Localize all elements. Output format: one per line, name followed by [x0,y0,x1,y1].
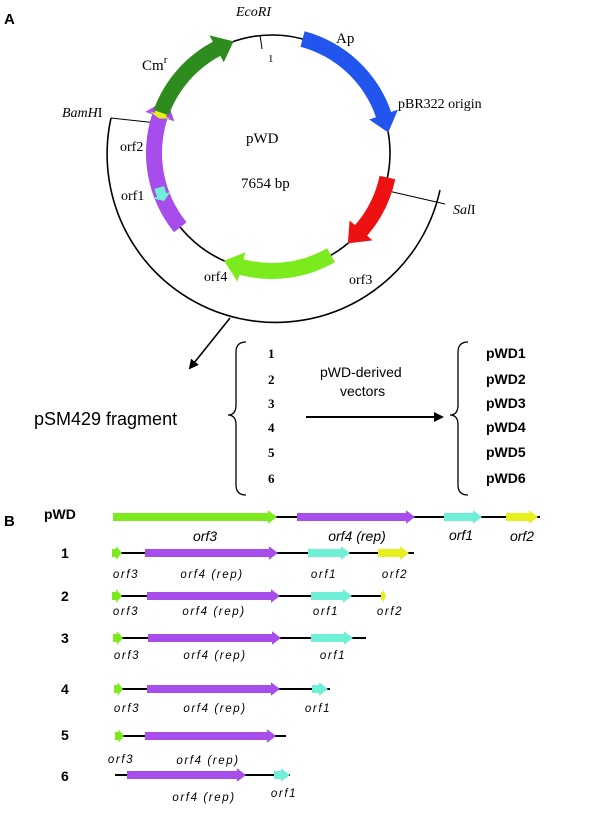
orf-label: orf1 [449,527,473,543]
map-row-label: 4 [61,681,69,697]
plasmid-name: pWD [246,131,279,147]
map-gene-arrow [148,631,281,645]
derivation-number: 6 [268,471,275,486]
map-row-label: 2 [61,588,69,604]
map-gene-arrow [311,589,352,603]
orf-label: orf3 [114,703,140,715]
map-row-label: 5 [61,727,69,743]
pwd-gene-arrow [506,510,538,524]
fragment-arrow [188,317,231,370]
orf-label: orf3 [114,650,140,662]
map-row-label: 3 [61,630,69,646]
orf-label: orf2 [382,569,408,581]
orf-label: orf1 [313,606,339,618]
orf-label: orf3 [193,528,217,544]
orf-label: orf3 [113,606,139,618]
orf3-label: orf3 [349,273,372,288]
map-gene-arrow [381,589,386,603]
bamhi-tick [110,117,158,124]
map-row-label: 6 [61,768,69,784]
map-row-label: 1 [61,545,69,561]
ecori-label: EcoRI [235,5,272,20]
panel-label-b: B [4,513,15,530]
map-gene-arrow [145,729,276,743]
orf-label: orf4 (rep) [172,792,235,804]
derivation-number: 5 [268,445,275,460]
orf-label: orf4 (rep) [182,606,245,618]
orf-label: orf1 [320,650,346,662]
vector-name: pWD6 [486,470,526,486]
derivation-number: 4 [268,420,275,435]
orf-label: orf4 (rep) [183,650,246,662]
derived-label-line1: pWD-derived [320,364,402,380]
map-gene-arrow [312,682,328,696]
orf-label: orf4 (rep) [176,755,239,767]
panel-label-a: A [4,11,15,28]
map-gene-arrow [274,768,290,782]
ap-gene [300,31,398,133]
vector-name: pWD2 [486,371,526,387]
vector-name: pWD5 [486,444,526,460]
orf-label: orf4 (rep) [328,528,386,544]
map-gene-arrow [127,768,246,782]
insert-arc [106,117,441,324]
pwd-gene-arrow [297,510,415,524]
derivation-number: 2 [268,372,275,387]
vector-name: pWD1 [486,345,526,361]
right-brace [449,341,469,496]
orf1-label: orf1 [121,189,144,204]
plasmid-size: 7654 bp [241,176,290,192]
orf-label: orf2 [510,528,534,544]
map-gene-arrow [147,682,280,696]
fragment-label: pSM429 fragment [34,409,177,429]
pwd-map-label: pWD [44,506,76,522]
map-gene-arrow [113,631,123,645]
orf3-gene [224,248,335,282]
sali-label: SalI [453,203,476,218]
map-gene-arrow [308,546,350,560]
vector-name: pWD3 [486,395,526,411]
derivation-number: 3 [268,396,275,411]
orf2-label: orf2 [120,140,143,155]
map-gene-arrow [115,729,124,743]
orf4-gene [145,99,187,233]
derivation-number: 1 [268,346,275,361]
orf-label: orf4 (rep) [183,703,246,715]
ecori-tick [259,34,263,50]
map-gene-arrow [147,589,280,603]
cm-label: Cmr [142,54,168,74]
derived-label-line2: vectors [340,383,385,399]
orf-label: orf2 [377,606,403,618]
orf-label: orf1 [305,703,331,715]
ecori-position: 1 [268,53,274,65]
bamhi-label: BamHI [62,106,103,121]
map-gene-arrow [112,589,122,603]
orf1-gene [152,186,171,201]
map-gene-arrow [378,546,409,560]
map-gene-arrow [114,682,123,696]
pwd-gene-arrow [444,510,482,524]
map-gene-arrow [311,631,353,645]
cm-gene [153,35,234,116]
pwd-gene-arrow [113,510,277,524]
origin-gene [347,175,396,244]
vector-name: pWD4 [486,419,526,435]
orf-label: orf3 [113,569,139,581]
orf-label: orf3 [108,754,134,766]
orf2-gene [149,108,172,119]
orf4-label: orf4 [204,270,227,285]
sali-tick [383,189,446,205]
map-gene-arrow [145,546,278,560]
origin-label: pBR322 origin [398,97,482,112]
map-gene-arrow [112,546,122,560]
orf-label: orf4 (rep) [180,569,243,581]
left-brace [227,341,247,496]
orf-label: orf1 [311,569,337,581]
orf-label: orf1 [271,788,297,800]
ap-label: Ap [336,31,354,47]
